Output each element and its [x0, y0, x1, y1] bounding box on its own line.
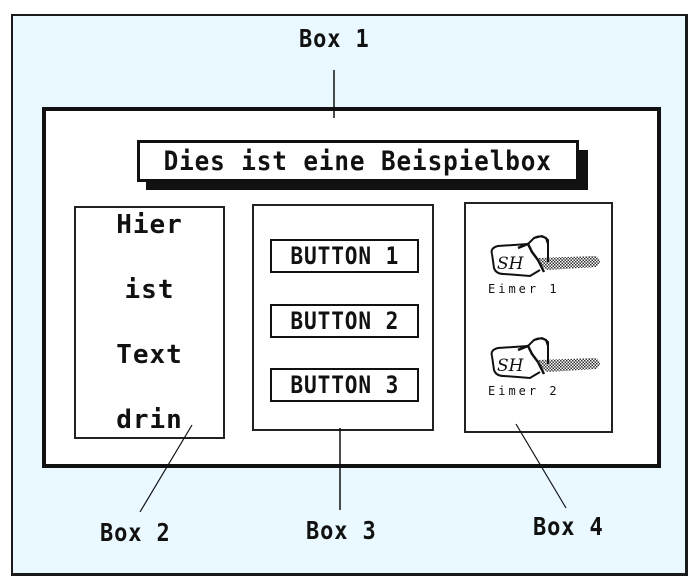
- bucket-item-2[interactable]: SH Eimer 2: [488, 336, 604, 398]
- bucket-label: Eimer 1: [488, 282, 560, 296]
- box2-word: Hier: [116, 210, 183, 240]
- box2-word: drin: [116, 405, 183, 435]
- bucket-icon: SH: [490, 336, 600, 380]
- title-box-text: Dies ist eine Beispielbox: [163, 145, 553, 177]
- bucket-icon-text: SH: [497, 356, 525, 376]
- button-3-label: BUTTON 3: [290, 371, 399, 399]
- button-2-label: BUTTON 2: [290, 307, 399, 335]
- box3-label: Box 3: [306, 516, 377, 545]
- button-3[interactable]: BUTTON 3: [270, 368, 419, 402]
- button-1-label: BUTTON 1: [290, 242, 399, 270]
- box2: Hier ist Text drin: [74, 206, 225, 439]
- bucket-label: Eimer 2: [488, 384, 560, 398]
- box4-label: Box 4: [533, 512, 604, 541]
- button-2[interactable]: BUTTON 2: [270, 304, 419, 338]
- box1-label: Box 1: [299, 24, 370, 53]
- button-1[interactable]: BUTTON 1: [270, 239, 419, 273]
- bucket-icon: SH: [490, 234, 600, 278]
- box4: SH Eimer 1 SH Eimer 2: [464, 202, 613, 433]
- box2-word: Text: [116, 340, 183, 370]
- bucket-item-1[interactable]: SH Eimer 1: [488, 234, 604, 296]
- bucket-icon-text: SH: [497, 254, 525, 274]
- box2-word: ist: [124, 275, 175, 305]
- box2-label: Box 2: [100, 518, 171, 547]
- title-box: Dies ist eine Beispielbox: [137, 140, 579, 182]
- box3: BUTTON 1 BUTTON 2 BUTTON 3: [252, 204, 434, 431]
